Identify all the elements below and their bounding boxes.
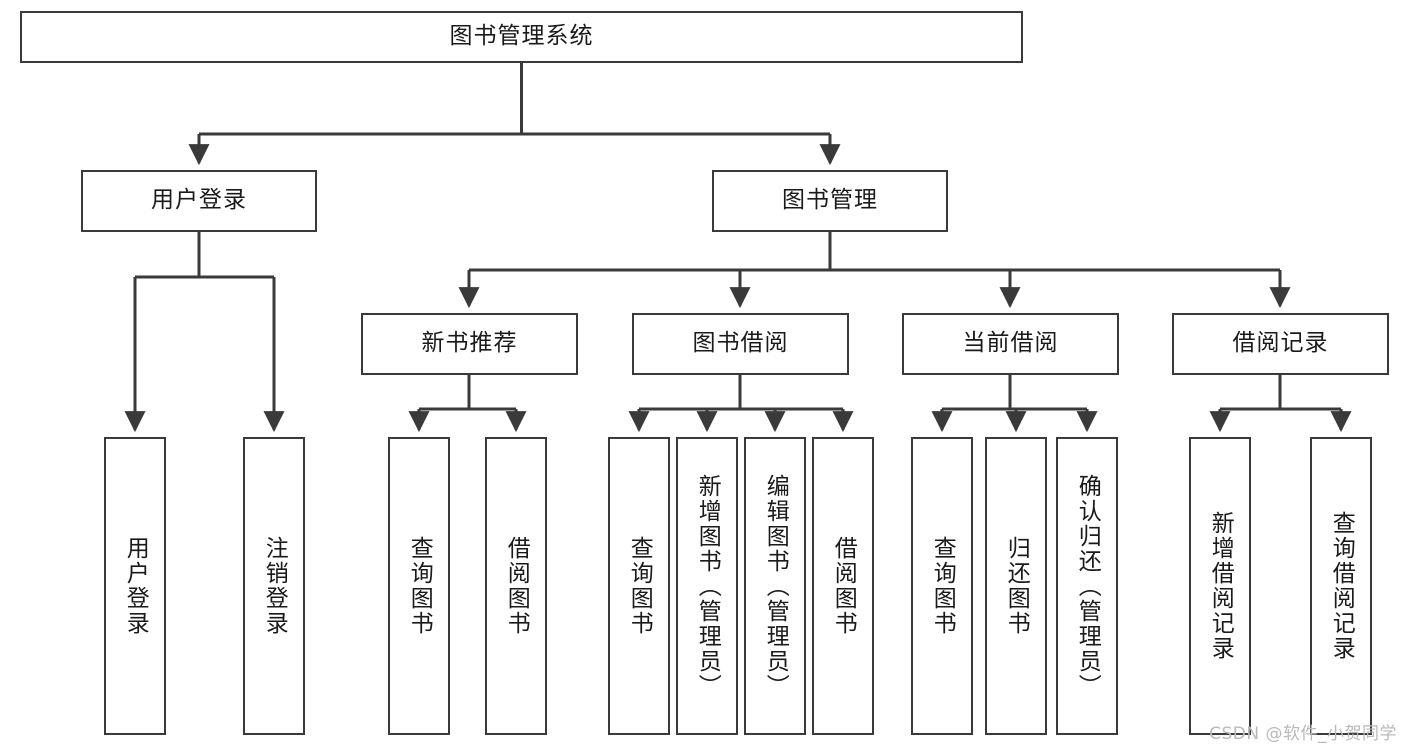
leaf-node[interactable]: 新增图书（管理员） — [676, 437, 738, 735]
node-label: 查询借阅记录 — [1328, 511, 1355, 661]
leaf-node[interactable]: 归还图书 — [985, 437, 1047, 735]
leaf-node[interactable]: 查询借阅记录 — [1310, 437, 1372, 735]
node-label: 借阅图书 — [830, 536, 857, 636]
node-root-system[interactable]: 图书管理系统 — [20, 11, 1023, 63]
node-label: 新书推荐 — [421, 330, 518, 357]
node-label: 当前借阅 — [962, 330, 1059, 357]
node-label: 图书管理系统 — [449, 23, 594, 50]
node-label: 用户登录 — [151, 187, 247, 214]
node-label: 归还图书 — [1003, 536, 1030, 636]
node-book-borrow[interactable]: 图书借阅 — [632, 313, 849, 375]
node-label: 编辑图书（管理员） — [762, 473, 789, 699]
node-book-management[interactable]: 图书管理 — [712, 170, 948, 232]
node-new-book-recommend[interactable]: 新书推荐 — [361, 313, 578, 375]
node-user-login[interactable]: 用户登录 — [81, 170, 317, 232]
node-label: 用户登录 — [122, 536, 149, 636]
leaf-node[interactable]: 确认归还（管理员） — [1056, 437, 1118, 735]
node-borrow-records[interactable]: 借阅记录 — [1172, 313, 1389, 375]
node-label: 注销登录 — [261, 536, 288, 636]
node-label: 新增图书（管理员） — [694, 473, 721, 699]
node-label: 确认归还（管理员） — [1074, 473, 1101, 699]
leaf-node[interactable]: 借阅图书 — [485, 437, 547, 735]
leaf-node[interactable]: 注销登录 — [243, 437, 305, 735]
leaf-node[interactable]: 用户登录 — [104, 437, 166, 735]
node-label: 图书借阅 — [692, 330, 789, 357]
node-current-borrow[interactable]: 当前借阅 — [902, 313, 1119, 375]
leaf-node[interactable]: 查询图书 — [911, 437, 973, 735]
node-label: 借阅记录 — [1232, 330, 1329, 357]
leaf-node[interactable]: 编辑图书（管理员） — [744, 437, 806, 735]
leaf-node[interactable]: 查询图书 — [388, 437, 450, 735]
node-label: 图书管理 — [782, 187, 878, 214]
node-label: 新增借阅记录 — [1207, 511, 1234, 661]
node-label: 借阅图书 — [503, 536, 530, 636]
node-label: 查询图书 — [406, 536, 433, 636]
node-label: 查询图书 — [626, 536, 653, 636]
leaf-node[interactable]: 查询图书 — [608, 437, 670, 735]
node-label: 查询图书 — [929, 536, 956, 636]
leaf-node[interactable]: 借阅图书 — [812, 437, 874, 735]
csdn-watermark: CSDN @软件_小贺同学 — [1209, 724, 1397, 744]
leaf-node[interactable]: 新增借阅记录 — [1189, 437, 1251, 735]
